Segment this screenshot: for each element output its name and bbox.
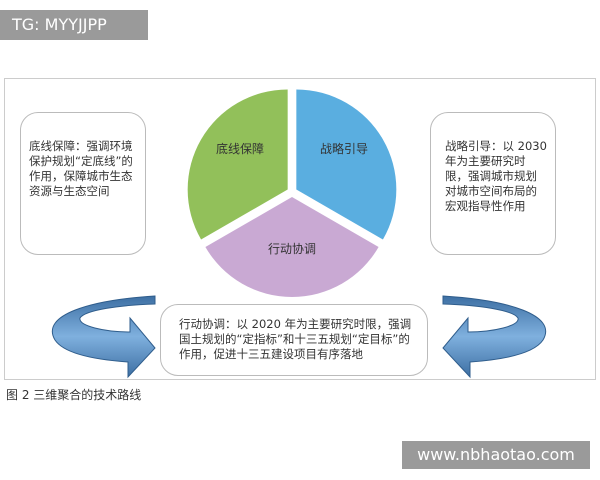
watermark-bottom: www.nbhaotao.com xyxy=(402,441,590,469)
pie-segment-3 xyxy=(205,197,379,297)
pie-segment-label: 行动协调 xyxy=(267,242,316,256)
pie-segment-2 xyxy=(296,89,397,240)
bottom-note-text: 行动协调：以 2020 年为主要研究时限，强调国土规划的“定指标”和十三五规划“… xyxy=(179,317,412,361)
right-note-text: 战略引导：以 2030 年为主要研究时限，强调城市规划对城市空间布局的宏观指导性… xyxy=(445,139,547,213)
pie-segment-1 xyxy=(187,89,288,240)
watermark-top: TG: MYYJJPP xyxy=(0,10,148,40)
left-note-box: 底线保障：强调环境保护规划“定底线”的作用，保障城市生态资源与生态空间 xyxy=(20,112,146,255)
left-cycle-arrow-icon xyxy=(52,295,156,379)
pie-segment-label: 底线保障 xyxy=(216,142,265,156)
pie-segment-label: 战略引导 xyxy=(319,142,368,156)
left-note-text: 底线保障：强调环境保护规划“定底线”的作用，保障城市生态资源与生态空间 xyxy=(29,139,133,198)
bottom-note-box: 行动协调：以 2020 年为主要研究时限，强调国土规划的“定指标”和十三五规划“… xyxy=(160,304,428,376)
right-cycle-arrow-icon xyxy=(442,295,546,379)
figure-caption: 图 2 三维聚合的技术路线 xyxy=(6,388,142,402)
right-note-box: 战略引导：以 2030 年为主要研究时限，强调城市规划对城市空间布局的宏观指导性… xyxy=(430,112,556,255)
